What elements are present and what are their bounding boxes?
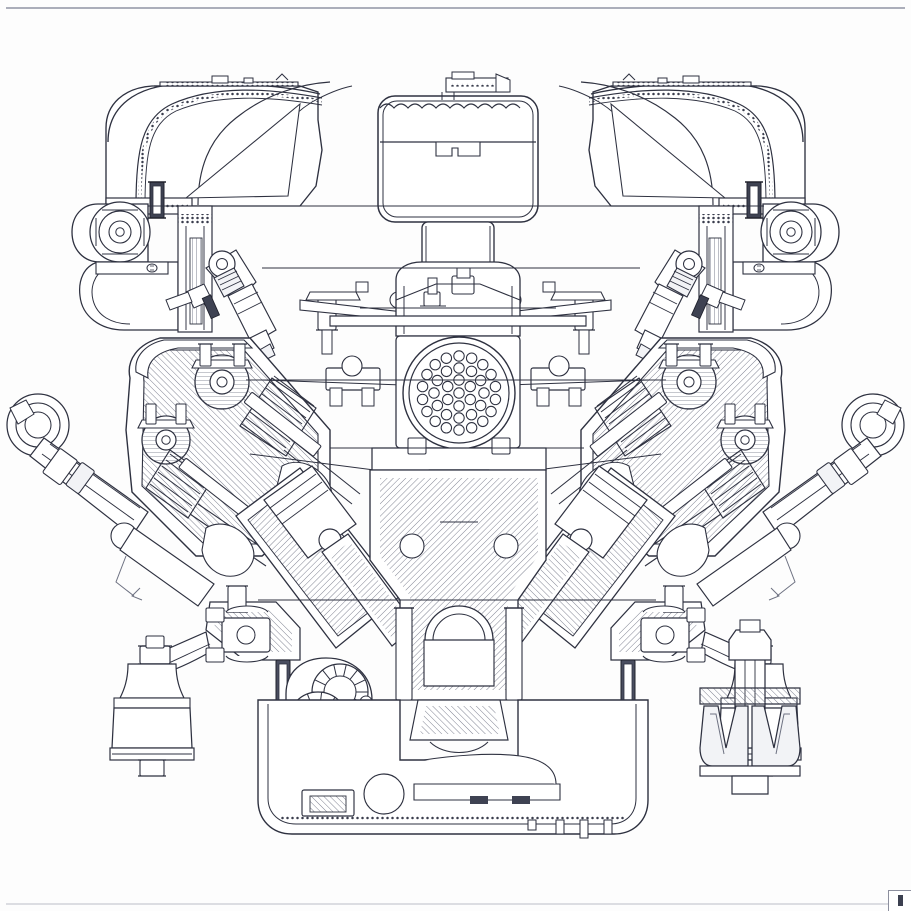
sheet-corner-badge bbox=[888, 890, 911, 911]
block-deck-and-mains bbox=[369, 437, 547, 701]
perforated-disc bbox=[395, 335, 521, 450]
air-cleaner-box bbox=[377, 71, 539, 281]
construction-lines bbox=[148, 205, 764, 601]
corner-badge-glyph bbox=[897, 895, 903, 906]
oil-pan bbox=[257, 699, 649, 839]
engine-mount-right bbox=[699, 619, 801, 795]
valley-tie-bar bbox=[329, 283, 587, 327]
crank-lower-detail bbox=[409, 699, 509, 753]
sheet-border bbox=[6, 7, 905, 905]
